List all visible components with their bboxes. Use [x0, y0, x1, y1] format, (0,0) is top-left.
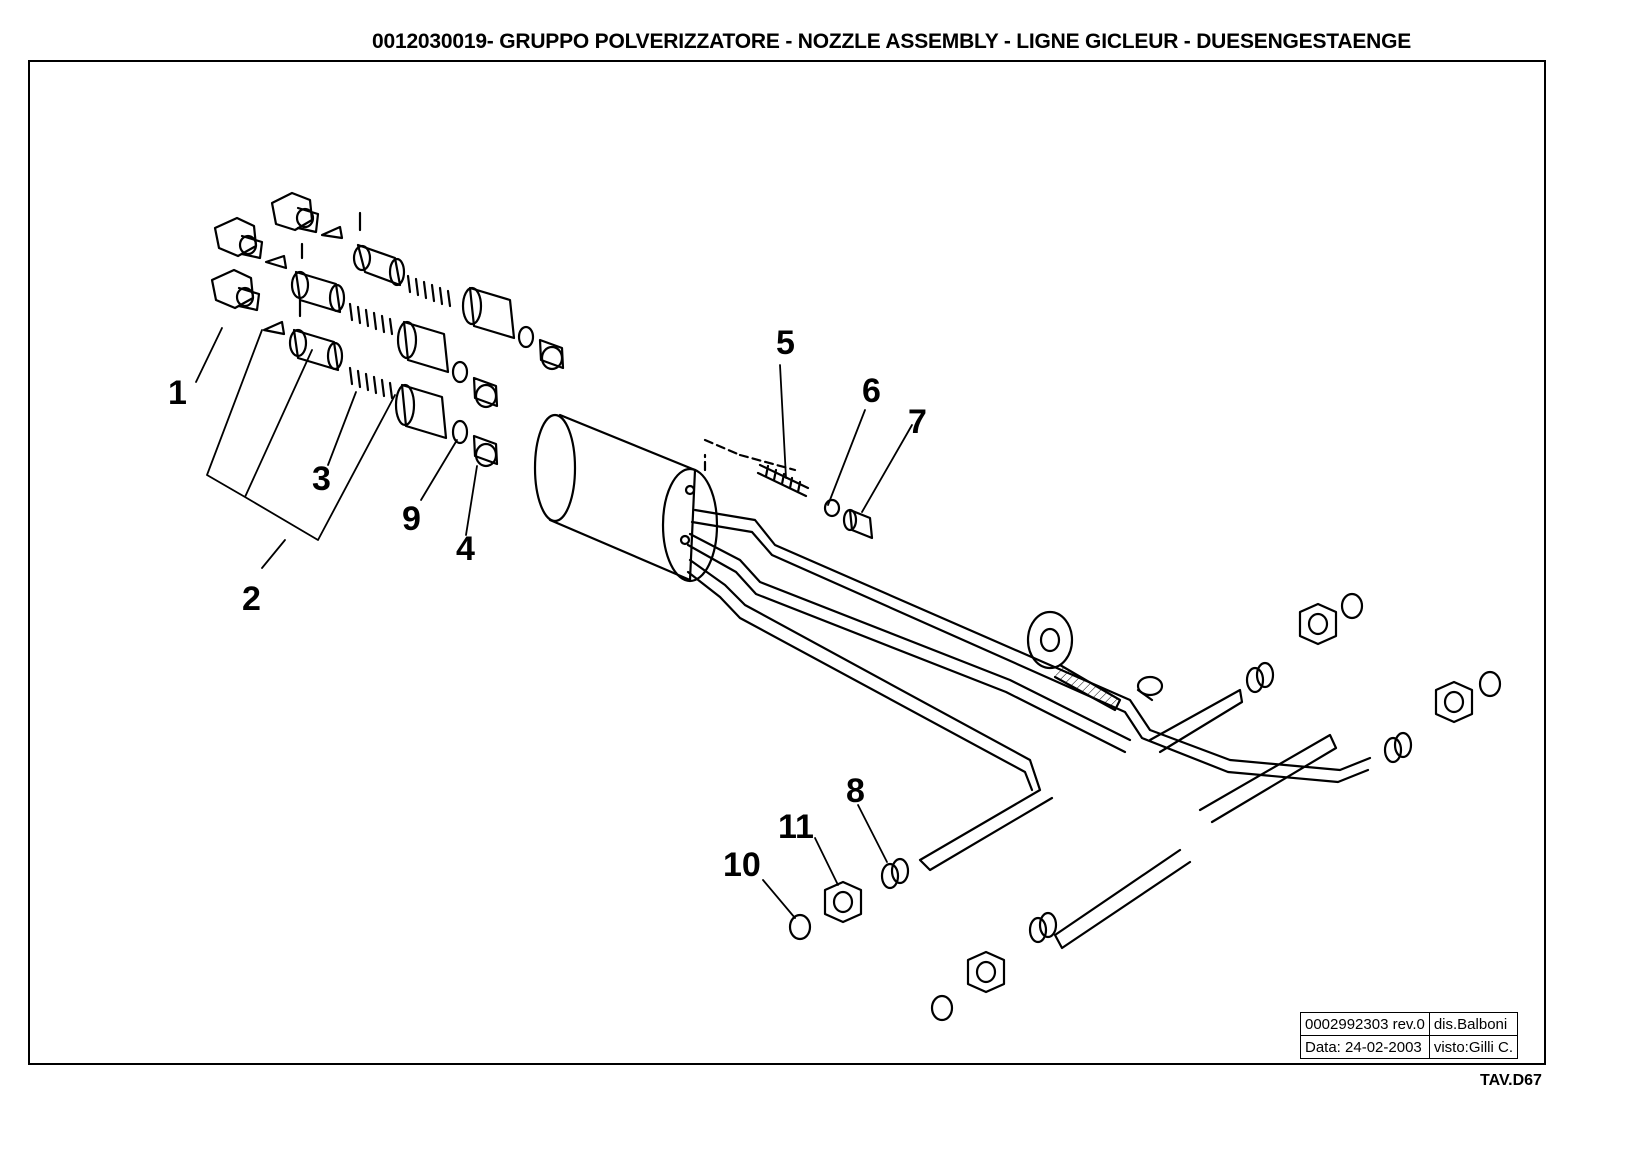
callout-7: 7 [908, 403, 927, 441]
callout-10: 10 [723, 846, 761, 884]
fittings-right [788, 592, 1502, 1022]
callout-4: 4 [456, 530, 475, 568]
drawing-date: Data: 24-02-2003 [1300, 1035, 1430, 1059]
callout-3: 3 [312, 460, 331, 498]
diagram-title: 0012030019- GRUPPO POLVERIZZATORE - NOZZ… [372, 30, 1412, 53]
pipe-lines [686, 508, 1372, 950]
callout-1: 1 [168, 374, 187, 412]
callout-5: 5 [776, 324, 795, 362]
callout-11: 11 [778, 808, 814, 846]
callout-2: 2 [242, 580, 261, 618]
tape-roll-and-clamp [1026, 610, 1164, 712]
callout-6: 6 [862, 372, 881, 410]
nozzle-row-3 [210, 268, 499, 468]
leader-lines [195, 327, 913, 919]
screw-washer-plug [756, 463, 874, 540]
callout-8: 8 [846, 772, 865, 810]
drawing-frame [28, 60, 1546, 1065]
nozzle-row-2 [213, 216, 499, 409]
drawing-number: 0002992303 rev.0 [1300, 1012, 1430, 1036]
checked-by: visto:Gilli C. [1428, 1035, 1519, 1059]
nozzle-row-1 [270, 191, 565, 371]
drawn-by: dis.Balboni [1428, 1012, 1519, 1036]
manifold-cylinder [533, 413, 797, 583]
title-block: 0002992303 rev.0 dis.Balboni Data: 24-02… [1300, 1012, 1519, 1059]
callout-9: 9 [402, 500, 421, 538]
sheet-number: TAV.D67 [1480, 1072, 1542, 1089]
